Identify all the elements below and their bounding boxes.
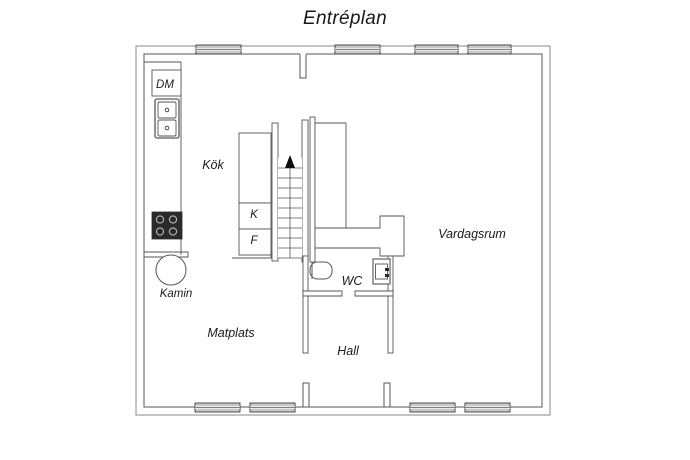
dishwasher-label: DM xyxy=(156,79,174,91)
window-bottom-3 xyxy=(409,402,456,413)
central-partitions xyxy=(309,116,405,263)
fridge-label: K xyxy=(250,209,259,221)
window-top-3 xyxy=(414,44,459,55)
window-top-4 xyxy=(467,44,512,55)
stair-up-arrow-icon xyxy=(285,155,295,168)
room-label-vardagsrum: Vardagsrum xyxy=(438,227,506,241)
window-bottom-1 xyxy=(194,402,241,413)
window-bottom-2 xyxy=(249,402,296,413)
fireplace-icon xyxy=(155,254,187,286)
toilet-icon xyxy=(309,261,333,280)
dishwasher-box xyxy=(151,69,182,97)
washbasin-icon xyxy=(372,258,391,285)
top-doorway-stub xyxy=(299,53,307,79)
stove-icon xyxy=(151,211,183,240)
staircase xyxy=(271,119,309,263)
hall-walls xyxy=(302,295,394,354)
window-group-top xyxy=(195,44,512,55)
room-label-hall: Hall xyxy=(337,344,360,358)
kamin-label: Kamin xyxy=(160,288,193,300)
room-label-matplats: Matplats xyxy=(207,326,254,340)
window-top-2 xyxy=(334,44,381,55)
kitchen-sink-icon xyxy=(154,98,180,139)
window-bottom-4 xyxy=(464,402,511,413)
room-label-kok: Kök xyxy=(202,158,224,172)
window-group-bottom xyxy=(194,402,511,413)
fridge-freezer-column xyxy=(232,132,272,259)
bottom-doorway-stubs xyxy=(302,382,391,407)
page-title: Entréplan xyxy=(302,8,388,29)
freezer-label: F xyxy=(250,235,258,247)
room-label-wc: WC xyxy=(342,274,364,288)
window-top-1 xyxy=(195,44,242,55)
